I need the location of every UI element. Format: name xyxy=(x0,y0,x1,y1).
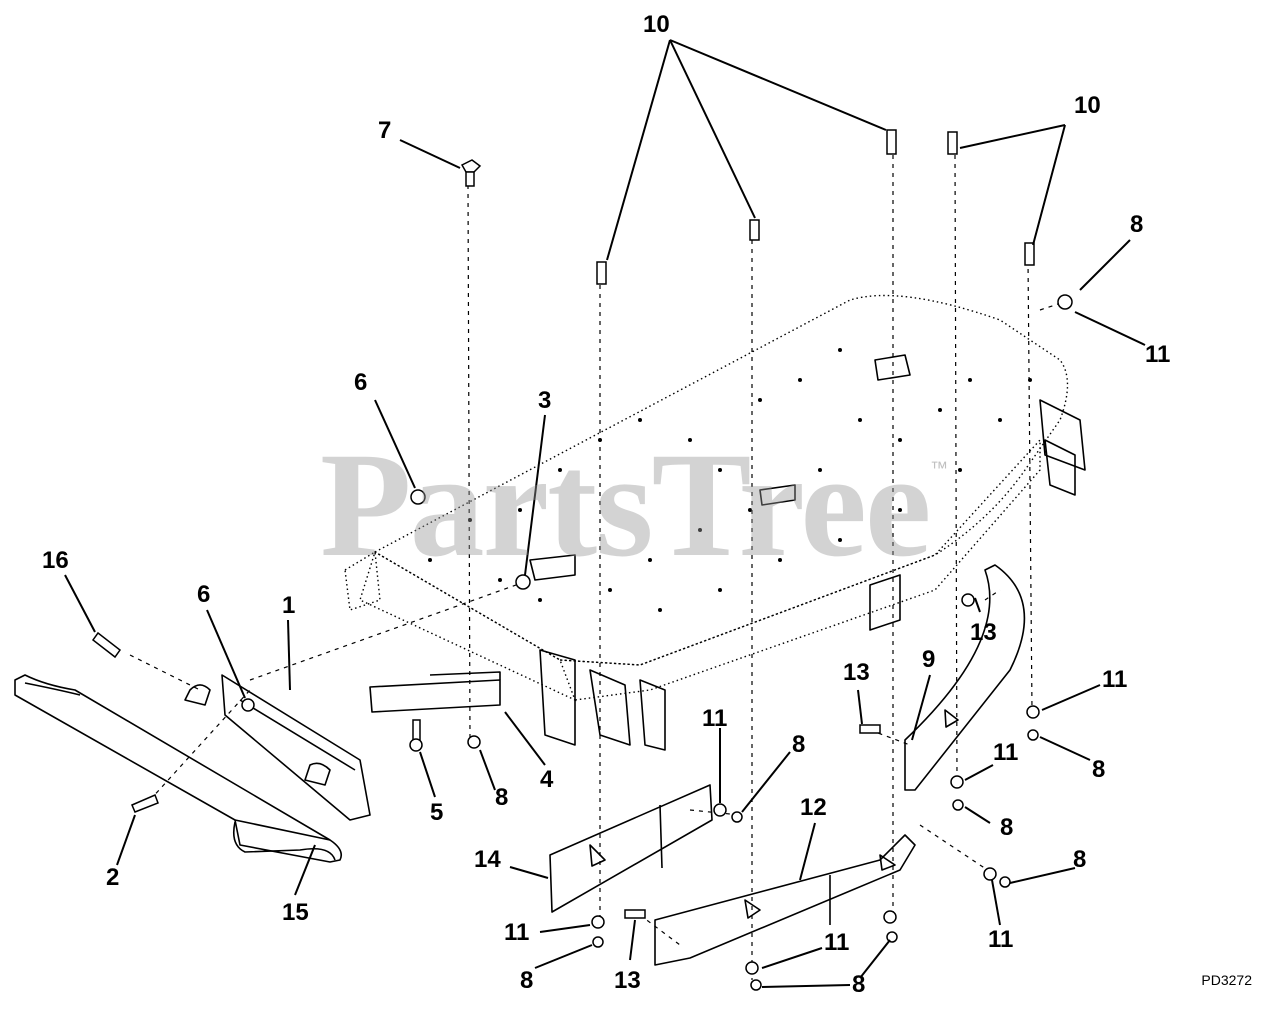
callout-11: 11 xyxy=(1145,341,1170,368)
callout-12: 12 xyxy=(800,794,827,821)
callout-15: 15 xyxy=(282,899,309,926)
callout-11: 11 xyxy=(504,919,529,946)
callout-6: 6 xyxy=(197,581,210,608)
chute-bracket xyxy=(184,674,371,821)
assembly-lines xyxy=(129,154,1071,980)
callout-8: 8 xyxy=(520,967,533,994)
callout-9: 9 xyxy=(922,646,935,673)
callout-13: 13 xyxy=(614,967,641,994)
trademark-symbol: ™ xyxy=(930,458,948,478)
callout-11: 11 xyxy=(824,929,849,956)
leader-lines xyxy=(64,39,1146,988)
callout-3: 3 xyxy=(538,387,551,414)
spacer-block xyxy=(369,671,501,713)
hardware xyxy=(91,129,1073,991)
baffle-9 xyxy=(904,564,1026,791)
callout-14: 14 xyxy=(474,846,501,873)
callout-11: 11 xyxy=(702,705,727,732)
callout-8: 8 xyxy=(852,971,865,998)
callout-4: 4 xyxy=(540,766,554,793)
callout-8: 8 xyxy=(792,731,805,758)
callout-5: 5 xyxy=(430,799,443,826)
callout-8: 8 xyxy=(1000,814,1013,841)
callout-10: 10 xyxy=(1074,92,1101,119)
callout-11: 11 xyxy=(1102,666,1127,693)
callout-7: 7 xyxy=(378,117,391,144)
callout-8: 8 xyxy=(1073,846,1086,873)
callout-16: 16 xyxy=(42,547,69,574)
callout-11: 11 xyxy=(988,926,1013,953)
baffle-12 xyxy=(654,834,916,966)
callout-13: 13 xyxy=(843,659,870,686)
callout-8: 8 xyxy=(495,784,508,811)
drawing-code: PD3272 xyxy=(1201,972,1252,988)
callout-1: 1 xyxy=(282,592,295,619)
callout-2: 2 xyxy=(106,864,119,891)
baffle-14 xyxy=(549,784,713,913)
callout-11: 11 xyxy=(993,739,1018,766)
callout-6: 6 xyxy=(354,369,367,396)
callout-13: 13 xyxy=(970,619,997,646)
callout-8: 8 xyxy=(1130,211,1143,238)
callout-8: 8 xyxy=(1092,756,1105,783)
deck-holes xyxy=(428,348,1032,612)
callout-labels: 10 10 7 8 11 6 3 16 6 1 13 9 13 11 11 8 … xyxy=(42,11,1170,998)
callout-10: 10 xyxy=(643,11,670,38)
discharge-chute xyxy=(14,674,343,863)
